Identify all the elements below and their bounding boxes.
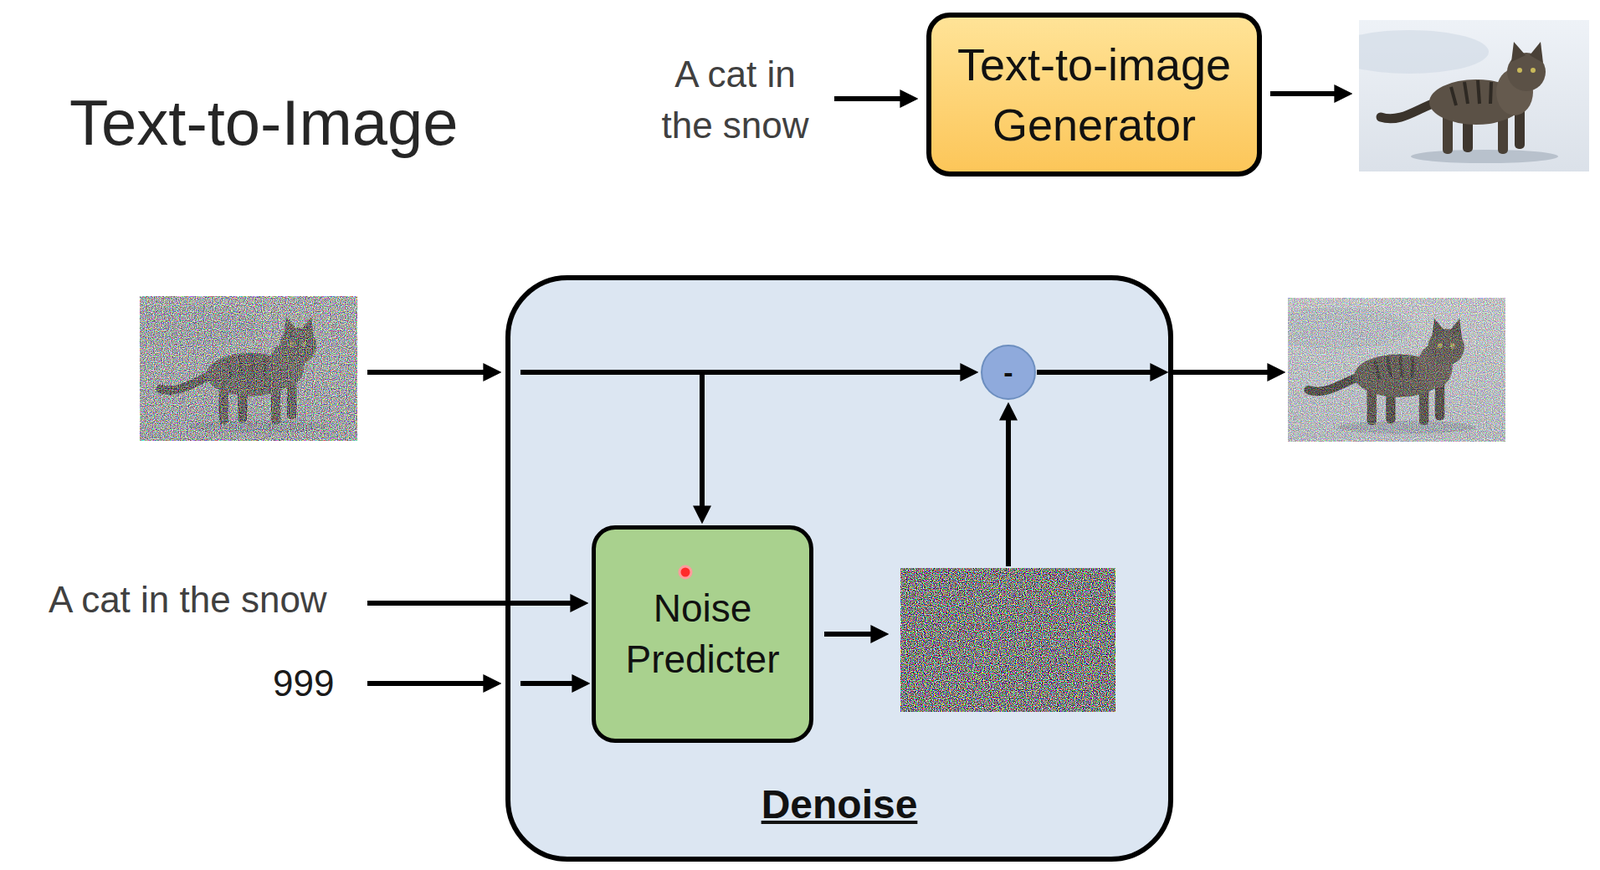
flow-arrow [367, 681, 489, 687]
laser-pointer-dot [676, 564, 694, 581]
timestep-number: 999 [272, 661, 357, 706]
flow-arrow [500, 600, 576, 606]
prompt-text: A cat in the snow [645, 48, 826, 151]
flow-arrow [1270, 91, 1340, 97]
flow-arrow [834, 96, 906, 102]
noisy-cat-photo [112, 296, 358, 442]
slide-title: Text-to-Image [69, 87, 459, 159]
noise-predictor-box-label: Noise Predicter [604, 583, 801, 686]
laser-pointer-dot [679, 566, 692, 579]
generator-box-label: Text-to-image Generator [939, 34, 1249, 155]
subtract-circle: - [979, 343, 1037, 401]
flow-arrow [367, 369, 489, 375]
noise-overlay [139, 296, 358, 442]
flow-arrow [1005, 415, 1011, 567]
flow-arrow [520, 681, 578, 687]
cat-photo [1329, 20, 1590, 172]
flow-arrow [1036, 369, 1156, 375]
denoise-module: Denoise - Noise Predicter [505, 275, 1174, 862]
caption-area: Denoise [510, 781, 1169, 829]
denoise-module-label: Denoise [761, 781, 918, 829]
circle-outline [981, 345, 1036, 400]
flow-arrow [824, 631, 877, 637]
flow-arrow [699, 372, 705, 512]
noise-predictor-box: Noise Predicter [591, 525, 814, 744]
subtract-circle-label: - [1003, 358, 1013, 387]
flow-arrow [520, 369, 966, 375]
denoised-cat-photo [1260, 297, 1506, 442]
noise-overlay [1287, 297, 1506, 442]
prompt-text: A cat in the snow [48, 577, 367, 622]
flow-arrow [1171, 369, 1273, 375]
generator-box: Text-to-image Generator [926, 12, 1262, 177]
flow-line [367, 600, 513, 606]
predicted-noise-image [900, 568, 1116, 713]
